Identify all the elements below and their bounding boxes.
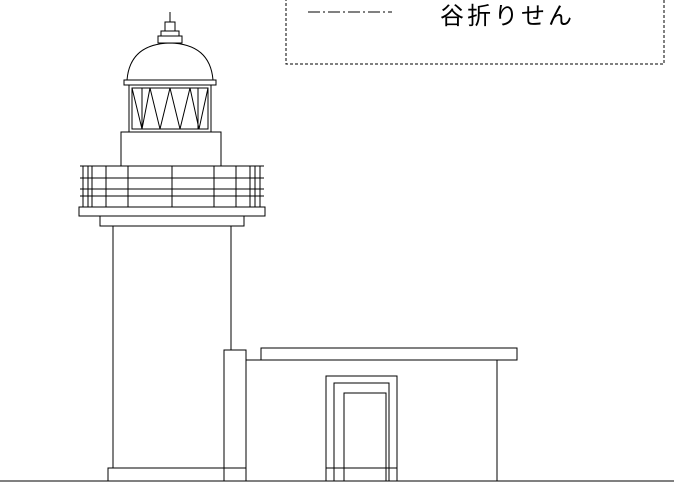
- annex-building: [223, 347, 518, 482]
- gallery-platform: [78, 206, 266, 217]
- lantern-zigzag: [131, 87, 209, 130]
- gallery-railing: [80, 165, 264, 207]
- dome-rim: [123, 79, 217, 86]
- tower-base: [107, 467, 237, 482]
- annex-roof: [260, 347, 518, 361]
- entrance-door: [343, 392, 387, 482]
- lantern-dome: [126, 42, 214, 81]
- legend-box: [285, 0, 665, 65]
- watch-room: [120, 131, 222, 167]
- finial-top: [164, 21, 176, 32]
- tower-shaft: [112, 225, 232, 469]
- fold-line-legend: 谷折りせん: [285, 0, 665, 65]
- connecting-wall: [223, 349, 247, 482]
- finial-base: [157, 35, 183, 44]
- lighthouse-tower: [78, 12, 266, 482]
- gallery-corbel: [99, 215, 245, 227]
- finial-ring: [160, 30, 180, 37]
- legend-label: 谷折りせん: [440, 2, 575, 30]
